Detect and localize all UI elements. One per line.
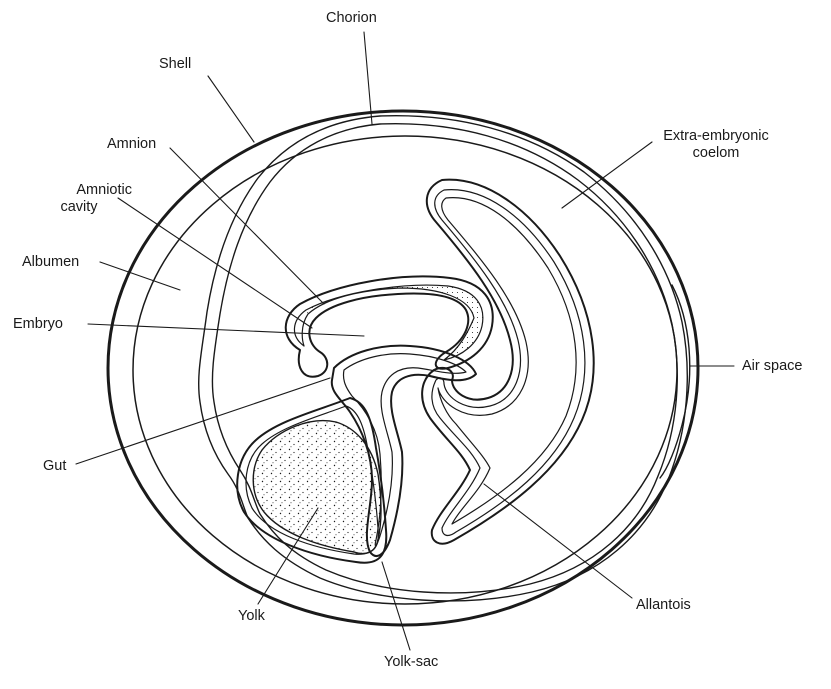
label-extra-embryonic-coelom: Extra-embryonic coelom: [652, 128, 780, 162]
label-embryo: Embryo: [13, 316, 63, 333]
label-allantois: Allantois: [636, 597, 691, 614]
label-amniotic-cavity-line1: Amniotic: [44, 182, 132, 199]
label-gut: Gut: [43, 458, 66, 475]
label-yolk: Yolk: [238, 608, 265, 625]
label-amnion: Amnion: [107, 136, 156, 153]
label-air-space: Air space: [742, 358, 802, 375]
label-amniotic-cavity: Amniotic cavity: [44, 182, 132, 216]
label-yolk-sac: Yolk-sac: [384, 654, 438, 671]
label-chorion: Chorion: [326, 10, 377, 27]
label-shell: Shell: [159, 56, 191, 73]
label-extra-embryonic-line2: coelom: [652, 145, 780, 162]
label-amniotic-cavity-line2: cavity: [44, 199, 114, 216]
embryo: [286, 276, 493, 376]
air-space: [660, 285, 690, 478]
label-extra-embryonic-line1: Extra-embryonic: [652, 128, 780, 145]
leader-lines: [76, 32, 734, 650]
label-albumen: Albumen: [22, 254, 79, 271]
shell: [108, 111, 698, 625]
